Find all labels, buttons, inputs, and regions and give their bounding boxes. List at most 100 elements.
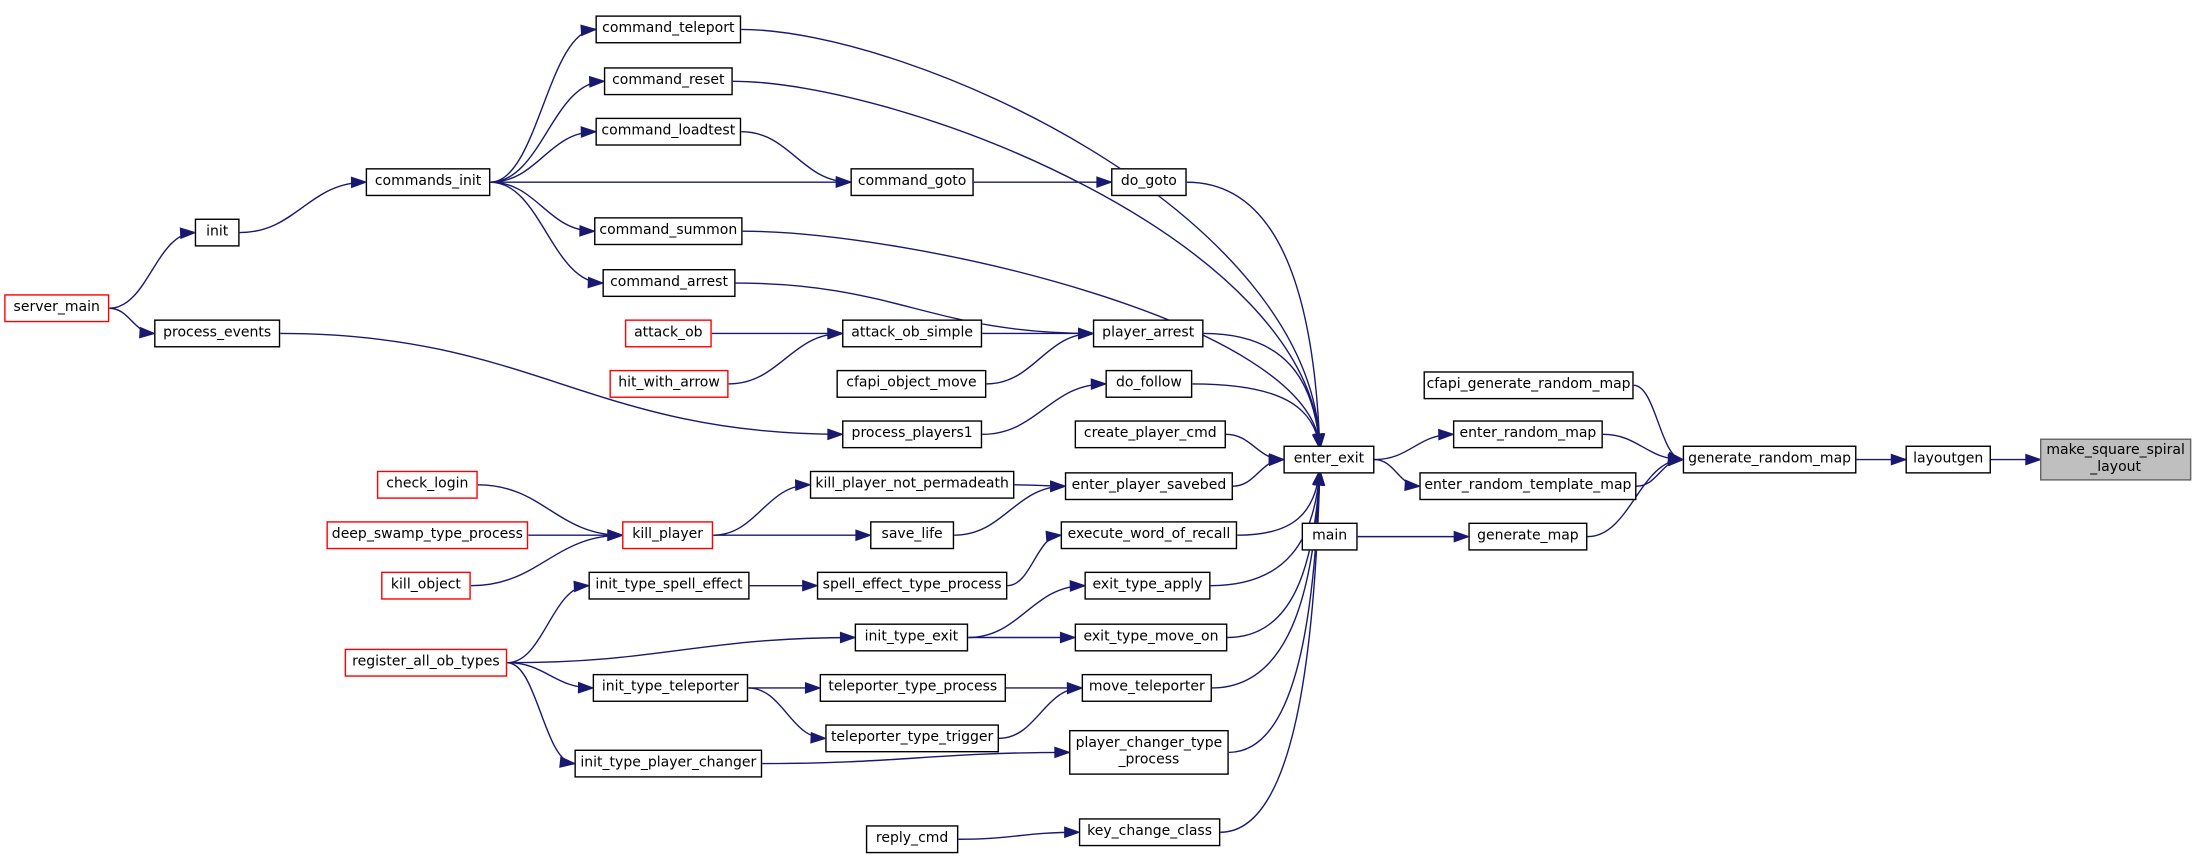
edge-kill-player-to-kill-player-not-permadeath: [713, 484, 810, 536]
arrowhead-icon: [1050, 480, 1067, 493]
node-teleporter-type-trigger[interactable]: teleporter_type_trigger: [825, 724, 999, 753]
node-player-arrest[interactable]: player_arrest: [1092, 319, 1204, 348]
node-enter-random-template-map[interactable]: enter_random_template_map: [1419, 472, 1637, 501]
arrowhead-icon: [835, 175, 853, 188]
arrowhead-icon: [855, 529, 873, 542]
node-save-life[interactable]: save_life: [870, 521, 955, 550]
node-command-teleport[interactable]: command_teleport: [595, 15, 742, 44]
node-move-teleporter[interactable]: move_teleporter: [1081, 673, 1212, 702]
node-register-all-ob-types[interactable]: register_all_ob_types: [344, 648, 508, 677]
arrowhead-icon: [350, 176, 368, 189]
edge-init-to-commands-init: [239, 181, 366, 234]
edge-exit-type-apply-to-enter-exit: [1210, 470, 1321, 587]
node-enter-random-map[interactable]: enter_random_map: [1452, 420, 1603, 449]
node-reply-cmd[interactable]: reply_cmd: [865, 825, 959, 854]
node-command-summon[interactable]: command_summon: [594, 217, 743, 246]
arrowhead-icon: [1890, 453, 1908, 466]
edge-command-teleport-to-enter-exit: [741, 28, 1321, 449]
node-command-loadtest[interactable]: command_loadtest: [595, 117, 742, 146]
node-command-reset[interactable]: command_reset: [603, 67, 733, 96]
edge-player-changer-type-process-to-enter-exit: [1228, 470, 1321, 754]
arrowhead-icon: [1054, 746, 1072, 759]
edge-server-main-to-init: [109, 231, 195, 309]
edge-commands-init-to-command-teleport: [490, 28, 596, 183]
node-spell-effect-type-process[interactable]: spell_effect_type_process: [816, 571, 1008, 600]
node-cfapi-generate-random-map[interactable]: cfapi_generate_random_map: [1423, 371, 1634, 400]
node-kill-player[interactable]: kill_player: [622, 521, 714, 550]
edge-commands-init-to-command-loadtest: [490, 131, 596, 183]
node-player-changer-type-process[interactable]: player_changer_type _process: [1069, 729, 1229, 775]
node-process-players1[interactable]: process_players1: [842, 420, 983, 449]
arrowhead-icon: [1059, 631, 1077, 644]
arrowhead-icon: [577, 681, 595, 694]
node-attack-ob-simple[interactable]: attack_ob_simple: [842, 319, 983, 348]
node-init-type-spell-effect[interactable]: init_type_spell_effect: [588, 571, 750, 600]
node-server-main[interactable]: server_main: [4, 294, 110, 323]
arrowhead-icon: [2025, 453, 2043, 466]
edge-init-type-teleporter-to-teleporter-type-trigger: [748, 687, 826, 740]
node-init-type-player-changer[interactable]: init_type_player_changer: [574, 749, 763, 778]
node-layoutgen[interactable]: layoutgen: [1905, 445, 1991, 474]
edge-register-all-ob-types-to-init-type-spell-effect: [507, 584, 589, 664]
node-do-goto[interactable]: do_goto: [1111, 168, 1187, 197]
arrowhead-icon: [580, 24, 598, 37]
edge-cfapi-object-move-to-player-arrest: [986, 332, 1093, 385]
node-kill-player-not-permadeath[interactable]: kill_player_not_permadeath: [809, 470, 1015, 499]
edge-process-events-to-process-players1: [280, 332, 843, 436]
arrowhead-icon: [794, 479, 812, 492]
arrowhead-icon: [804, 682, 822, 694]
node-commands-init[interactable]: commands_init: [365, 168, 491, 197]
arrowhead-icon: [588, 75, 606, 88]
node-generate-random-map[interactable]: generate_random_map: [1682, 445, 1857, 474]
edge-reply-cmd-to-key-change-class: [958, 831, 1079, 840]
node-enter-player-savebed[interactable]: enter_player_savebed: [1064, 472, 1233, 501]
node-main[interactable]: main: [1301, 522, 1358, 551]
node-attack-ob[interactable]: attack_ob: [624, 319, 712, 348]
edge-spell-effect-type-process-to-execute-word-of-recall: [1007, 534, 1061, 587]
arrowhead-icon: [1064, 826, 1081, 839]
node-generate-map[interactable]: generate_map: [1468, 522, 1588, 551]
node-teleporter-type-process[interactable]: teleporter_type_process: [819, 673, 1006, 702]
edge-check-login-to-kill-player: [477, 484, 623, 536]
edge-server-main-to-process-events: [109, 307, 155, 335]
edge-register-all-ob-types-to-init-type-player-changer: [507, 662, 575, 765]
node-do-follow[interactable]: do_follow: [1105, 369, 1193, 398]
arrowhead-icon: [1404, 479, 1422, 492]
edge-enter-random-template-map-to-generate-random-map: [1636, 458, 1683, 487]
arrowhead-icon: [1311, 432, 1324, 451]
node-check-login[interactable]: check_login: [376, 470, 478, 499]
arrowhead-icon: [839, 631, 857, 644]
node-exit-type-move-on[interactable]: exit_type_move_on: [1074, 623, 1228, 652]
node-enter-exit[interactable]: enter_exit: [1283, 445, 1375, 474]
arrowhead-icon: [559, 756, 577, 768]
node-cfapi-object-move[interactable]: cfapi_object_move: [836, 369, 987, 398]
node-exit-type-apply[interactable]: exit_type_apply: [1084, 571, 1211, 600]
node-init-type-teleporter[interactable]: init_type_teleporter: [592, 673, 749, 702]
arrowhead-icon: [1096, 176, 1114, 189]
edge-commands-init-to-command-reset: [490, 80, 604, 183]
node-init-type-exit[interactable]: init_type_exit: [854, 623, 969, 652]
edge-commands-init-to-command-arrest: [490, 181, 603, 284]
node-init[interactable]: init: [194, 218, 240, 247]
arrowhead-icon: [1268, 454, 1286, 467]
edge-move-teleporter-to-enter-exit: [1211, 470, 1321, 689]
node-process-events[interactable]: process_events: [154, 319, 281, 348]
arrowhead-icon: [587, 276, 605, 289]
arrowhead-icon: [1667, 454, 1685, 467]
node-kill-object[interactable]: kill_object: [381, 571, 471, 600]
edge-command-summon-to-enter-exit: [742, 230, 1321, 449]
arrowhead-icon: [607, 529, 625, 542]
node-command-goto[interactable]: command_goto: [850, 168, 974, 197]
node-deep-swamp-type-process[interactable]: deep_swamp_type_process: [326, 521, 529, 550]
node-key-change-class[interactable]: key_change_class: [1078, 818, 1221, 847]
node-execute-word-of-recall[interactable]: execute_word_of_recall: [1060, 521, 1238, 550]
edge-enter-player-savebed-to-enter-exit: [1232, 458, 1284, 487]
node-make-square-spiral-layout: make_square_spiral _layout: [2040, 438, 2192, 481]
edge-init-type-player-changer-to-player-changer-type-process: [762, 751, 1070, 765]
edge-register-all-ob-types-to-init-type-exit: [507, 636, 855, 664]
node-command-arrest[interactable]: command_arrest: [602, 269, 736, 298]
node-create-player-cmd[interactable]: create_player_cmd: [1074, 420, 1226, 449]
node-hit-with-arrow[interactable]: hit_with_arrow: [609, 369, 729, 398]
arrowhead-icon: [580, 126, 598, 138]
